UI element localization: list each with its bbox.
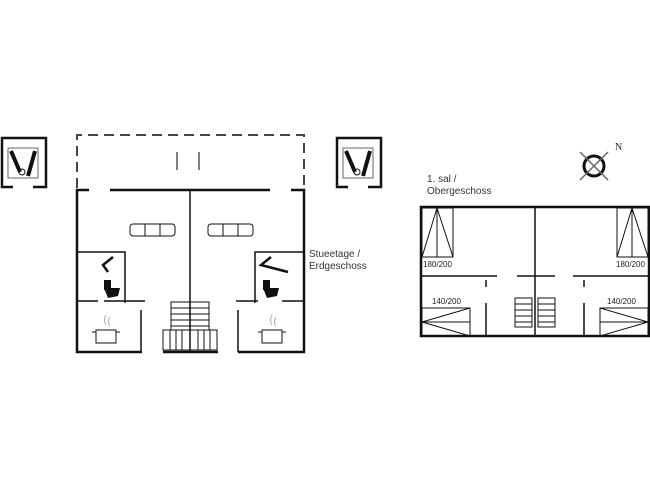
first-floor-walls <box>419 205 650 338</box>
bed-size-label: 180/200 <box>616 260 645 269</box>
first-floor-label: 1. sal / <box>427 174 457 185</box>
cooking-pot-icon <box>92 314 286 344</box>
bed-icons <box>420 206 650 337</box>
sofa-icon <box>129 223 254 237</box>
first-floor-label-de: Obergeschoss <box>427 186 492 197</box>
shower-icon <box>101 256 289 274</box>
utility-room-icon-left <box>0 136 48 189</box>
bed-size-label: 140/200 <box>432 297 461 306</box>
bed-size-label: 180/200 <box>423 260 452 269</box>
terrace-outline <box>76 134 305 188</box>
ground-floor-label-de: Erdgeschoss <box>309 261 367 272</box>
stairs-icon-first <box>514 297 556 328</box>
toilet-icon <box>104 280 279 298</box>
utility-room-icon-right <box>335 136 383 189</box>
ground-floor-label: Stueetage / <box>309 249 361 260</box>
ground-floor-walls <box>75 188 306 354</box>
bed-size-label: 140/200 <box>607 297 636 306</box>
north-label: N <box>615 142 623 153</box>
compass-icon <box>579 151 609 181</box>
stairs-icon-ground <box>162 301 218 351</box>
